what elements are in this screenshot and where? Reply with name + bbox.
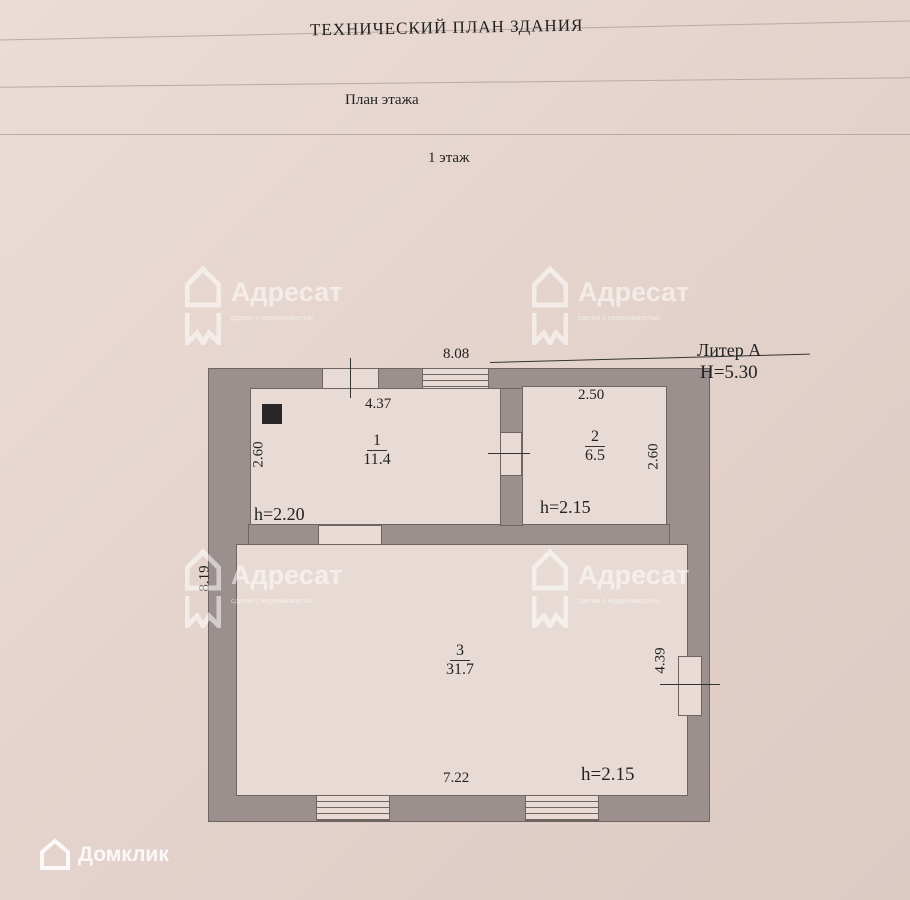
building-height: H=5.30 bbox=[700, 362, 758, 383]
door bbox=[318, 525, 382, 545]
room-3 bbox=[236, 544, 688, 796]
adresat-logo-icon bbox=[531, 265, 569, 350]
document-subtitle: План этажа bbox=[345, 92, 419, 108]
document-title: ТЕХНИЧЕСКИЙ ПЛАН ЗДАНИЯ bbox=[309, 15, 584, 40]
dim-top-total: 8.08 bbox=[443, 346, 470, 362]
room-3-ceiling: h=2.15 bbox=[581, 764, 635, 785]
adresat-logo-icon bbox=[184, 265, 222, 350]
rule-line bbox=[0, 134, 910, 135]
rule-line bbox=[0, 77, 910, 88]
room-2-ceiling: h=2.15 bbox=[540, 497, 591, 517]
dim-left-room1: 2.60 bbox=[250, 441, 267, 468]
room-1 bbox=[250, 388, 502, 526]
room-1-ceiling: h=2.20 bbox=[254, 504, 305, 524]
dim-top-left: 4.37 bbox=[365, 396, 392, 412]
floor-label: 1 этаж bbox=[428, 150, 470, 166]
dim-top-right: 2.50 bbox=[578, 387, 605, 403]
window bbox=[316, 795, 390, 821]
domclick-logo: Домклик bbox=[38, 838, 169, 872]
window bbox=[422, 368, 489, 389]
dim-right-room3: 4.39 bbox=[652, 647, 669, 674]
door bbox=[678, 656, 702, 716]
stove-icon bbox=[262, 404, 282, 424]
liter-label: Литер А bbox=[697, 340, 762, 360]
dim-right-room2: 2.60 bbox=[645, 443, 662, 470]
adresat-logo-icon bbox=[184, 548, 222, 633]
dim-bottom: 7.22 bbox=[443, 770, 470, 786]
adresat-logo-icon bbox=[531, 548, 569, 633]
window bbox=[525, 795, 599, 821]
domclick-logo-icon bbox=[40, 838, 70, 870]
door bbox=[500, 432, 522, 476]
inner-wall bbox=[248, 524, 670, 545]
